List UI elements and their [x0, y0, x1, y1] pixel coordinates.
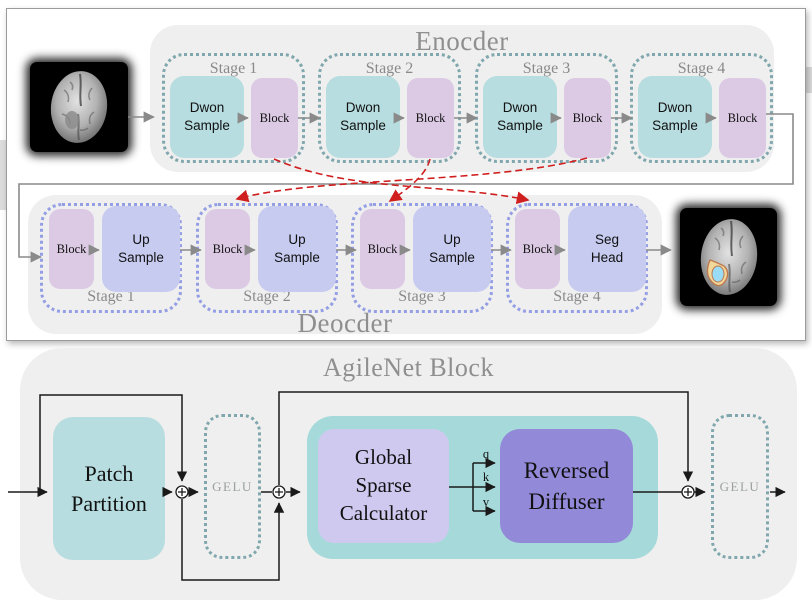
gelu-left-box: GELU: [204, 414, 261, 559]
stage-label: Stage 4: [677, 60, 726, 77]
stage-label: Stage 1: [209, 60, 258, 77]
block-box: Block: [719, 78, 766, 158]
reversed-diffuser-box: Reversed Diffuser: [500, 429, 633, 543]
k-label: k: [482, 470, 490, 484]
block-box: Block: [205, 209, 250, 289]
decoder-title: Deocder: [297, 308, 393, 338]
encoder-title: Enocder: [415, 26, 509, 56]
block-box: Block: [564, 78, 611, 158]
stage-label: Stage 2: [243, 288, 291, 305]
q-label: q: [482, 447, 490, 461]
stage-label: Stage 1: [87, 288, 135, 305]
block-box: Block: [251, 78, 298, 158]
stage-label: Stage 3: [398, 288, 446, 305]
left-page-edge-sliver: [0, 140, 6, 210]
v-label: v: [482, 495, 490, 509]
stage-label: Stage 3: [522, 60, 571, 77]
right-page-edge-sliver: [804, 67, 812, 93]
brain-graphic: [50, 71, 108, 143]
stage-label: Stage 2: [365, 60, 414, 77]
block-box: Block: [407, 78, 454, 158]
global-sparse-calculator-box: Global Sparse Calculator: [318, 429, 449, 543]
input-mri-image: [30, 62, 128, 152]
block-box: Block: [49, 209, 94, 289]
agilenet-title: AgileNet Block: [323, 353, 494, 382]
output-segmentation-image: [680, 208, 777, 306]
block-box: Block: [360, 209, 405, 289]
stage-label: Stage 4: [553, 288, 601, 305]
brain-graphic: [700, 219, 758, 295]
block-box: Block: [515, 209, 560, 289]
gelu-right-box: GELU: [711, 414, 769, 559]
